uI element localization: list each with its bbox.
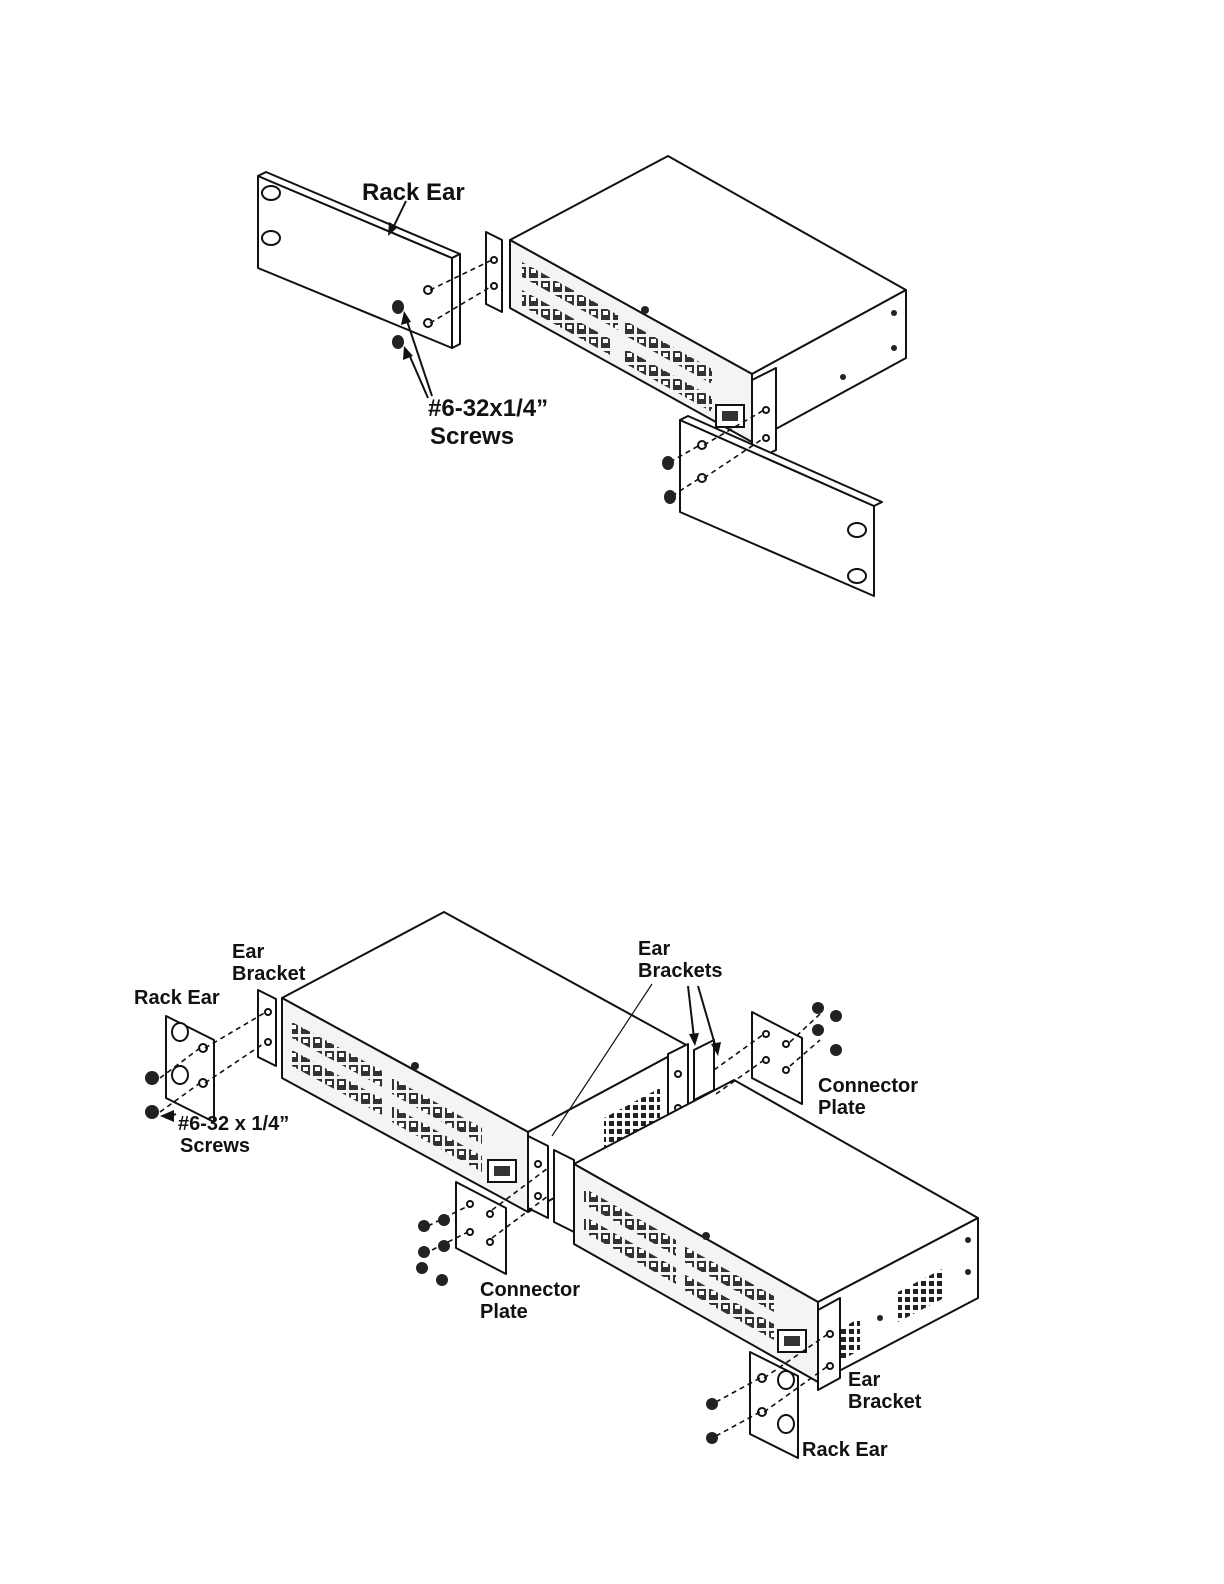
connector-plate-right-line2: Plate	[818, 1097, 866, 1119]
connector-plate-right	[752, 1012, 802, 1104]
rack-ear-right-plate	[680, 416, 882, 596]
ear-brackets-line1: Ear	[638, 938, 670, 960]
screws-label-line1-b: #6-32 x 1/4”	[178, 1113, 289, 1135]
ear-bracket-left-line1: Ear	[232, 941, 264, 963]
rack-ear-label: Rack Ear	[362, 179, 465, 206]
screws-label-line1: #6-32x1/4”	[428, 395, 548, 422]
connector-plate-bottom-line2: Plate	[480, 1301, 528, 1323]
diagram-dual-unit: Ear Bracket Rack Ear #6-32 x 1/4” Screws…	[134, 912, 978, 1461]
ear-bracket-right-line2: Bracket	[848, 1391, 922, 1413]
ear-bracket-right-2	[818, 1298, 840, 1390]
ear-bracket-right-line1: Ear	[848, 1369, 880, 1391]
diagram-single-unit: Rack Ear #6-32x1/4” Screws	[258, 156, 906, 596]
connector-plate-bottom-line1: Connector	[480, 1279, 580, 1301]
ear-bracket-left	[486, 232, 502, 312]
screws-label-line2-b: Screws	[180, 1135, 250, 1157]
rack-ear-left-small	[166, 1016, 214, 1122]
ear-bracket-left-line2: Bracket	[232, 963, 306, 985]
rack-ear-left-label: Rack Ear	[134, 987, 220, 1009]
screws-label-line2: Screws	[430, 423, 514, 450]
connector-plate-right-line1: Connector	[818, 1075, 918, 1097]
ear-brackets-line2: Brackets	[638, 960, 723, 982]
ear-bracket-left-2	[258, 990, 276, 1066]
rack-ear-right-label: Rack Ear	[802, 1439, 888, 1461]
unit-chassis-top	[510, 156, 906, 442]
